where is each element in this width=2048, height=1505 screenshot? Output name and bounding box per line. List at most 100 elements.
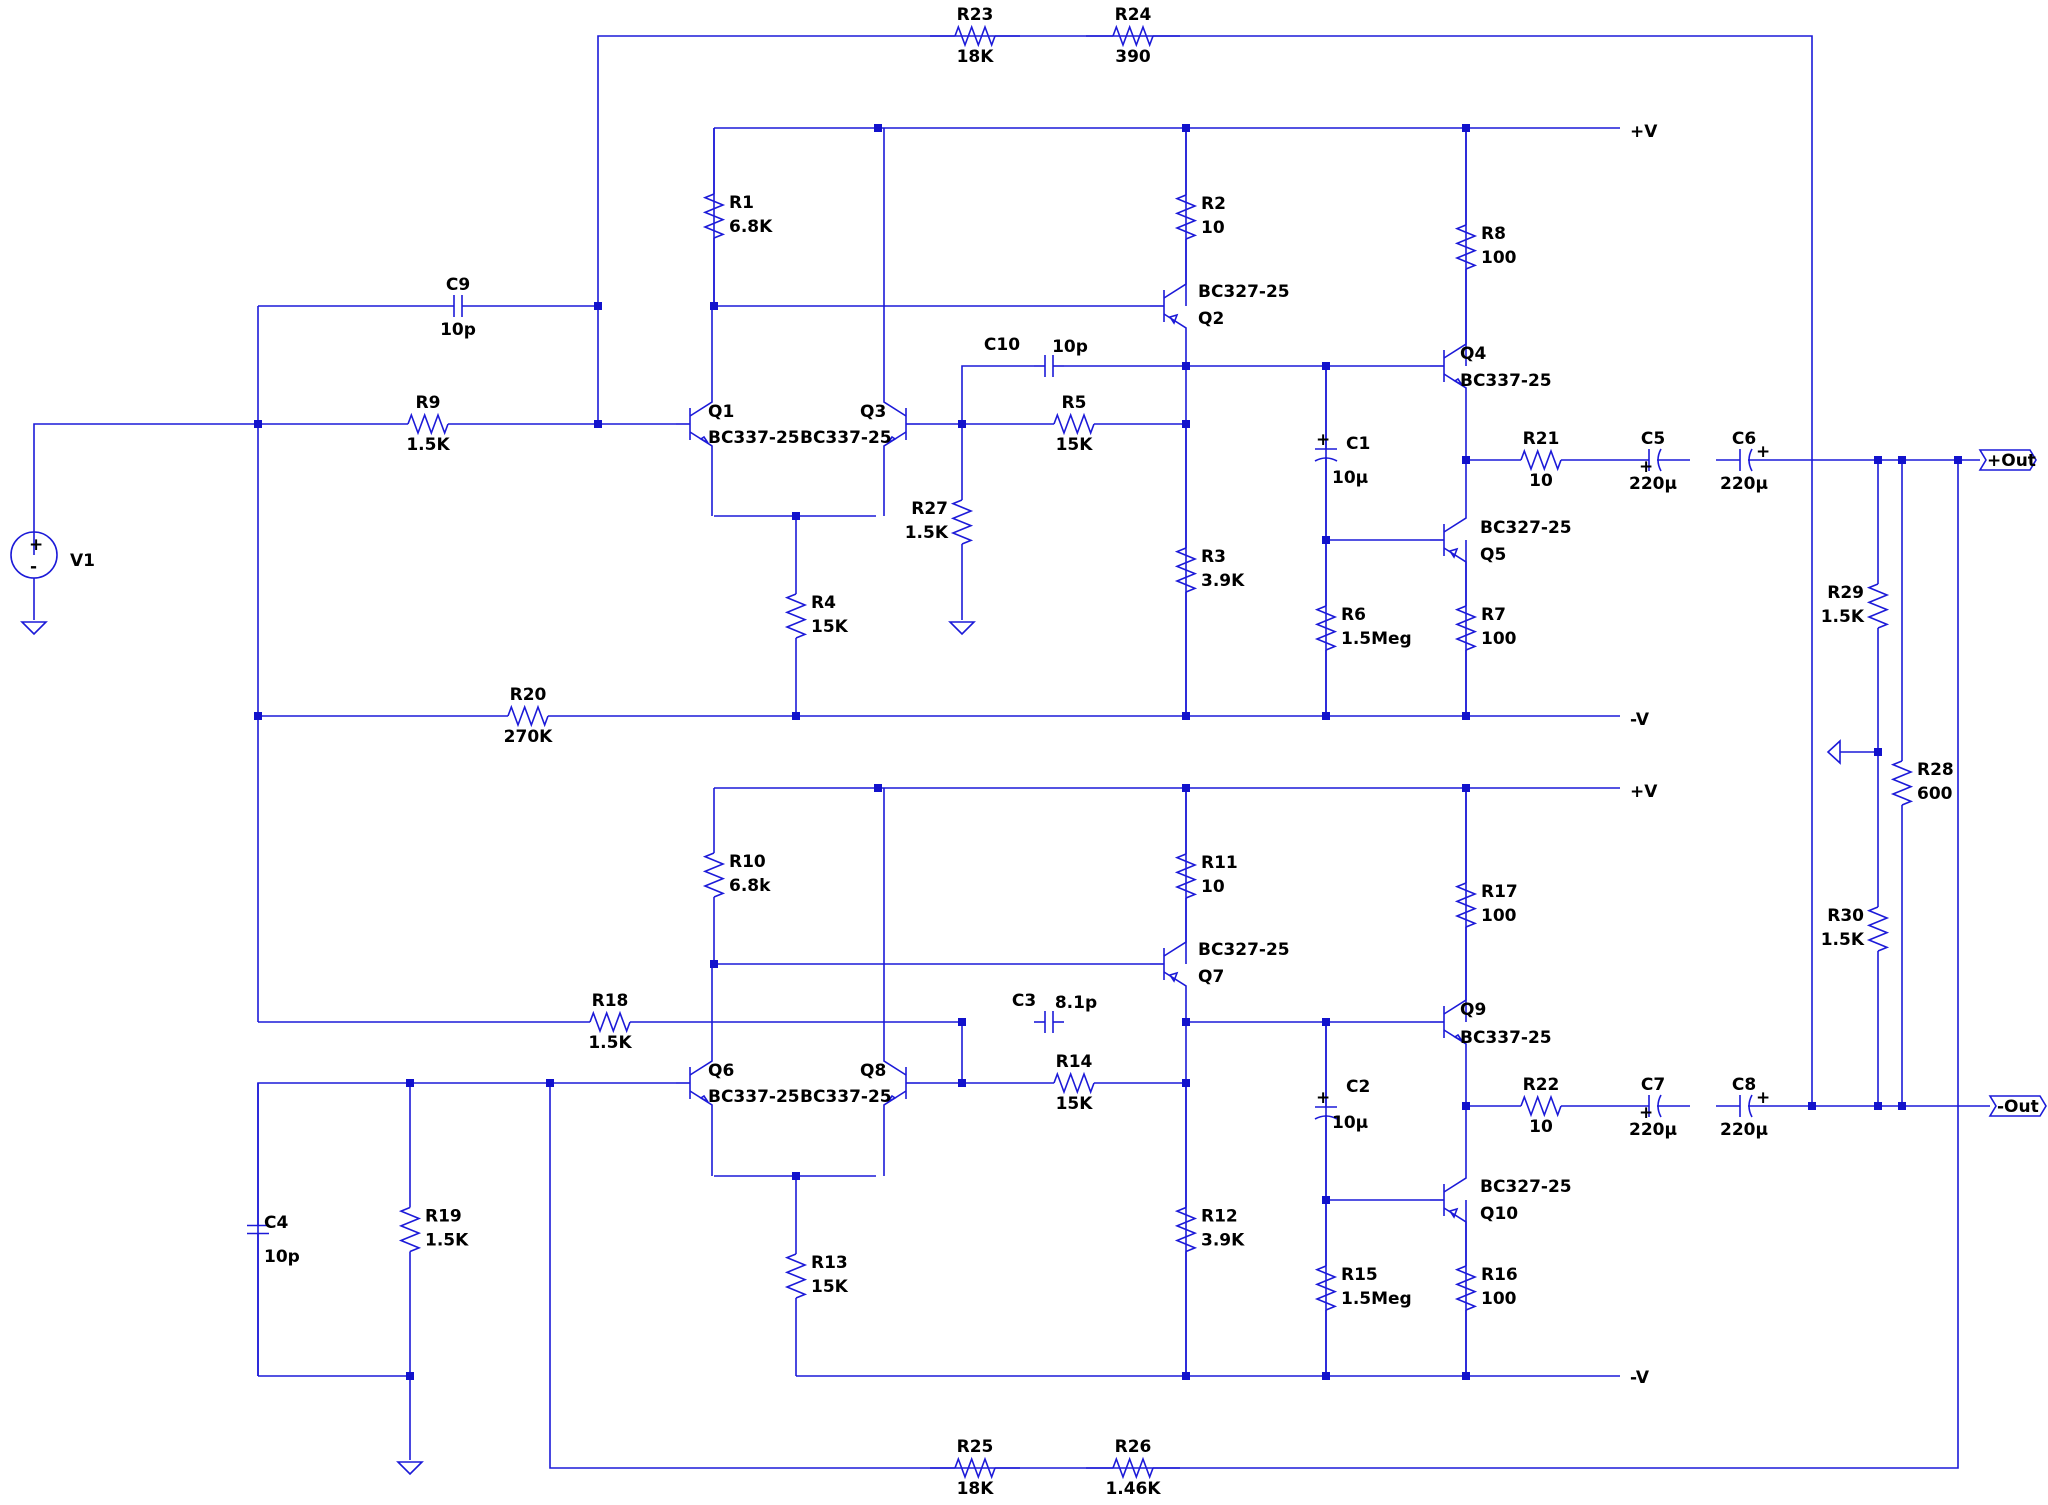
junctions (254, 124, 1962, 1380)
transistor-ref: Q5 (1480, 545, 1506, 565)
junction (1182, 784, 1190, 792)
transistor-q1[interactable] (676, 304, 713, 516)
capacitor-c4[interactable] (247, 1083, 269, 1376)
resistor-r24[interactable] (1086, 24, 1180, 48)
transistor-q6[interactable] (676, 962, 713, 1176)
transistor-q3[interactable] (883, 128, 920, 516)
port-out_pos (1978, 449, 2037, 471)
transistor-q7[interactable] (1150, 788, 1187, 1022)
plus-sign: + (1316, 430, 1330, 450)
resistor-value: 1.5K (905, 523, 949, 543)
resistor-r8[interactable] (1454, 128, 1478, 366)
resistor-value: 6.8k (729, 876, 771, 896)
resistor-r3[interactable] (1174, 424, 1198, 716)
cap-ref: C5 (1641, 429, 1665, 449)
junction (1898, 1102, 1906, 1110)
resistor-r16[interactable] (1454, 1200, 1478, 1376)
resistor-ref: R16 (1481, 1265, 1518, 1285)
resistor-r22[interactable] (1466, 1094, 1616, 1118)
plus-sign: + (1756, 442, 1770, 462)
resistor-value: 100 (1481, 629, 1517, 649)
junction (958, 1018, 966, 1026)
resistor-r2[interactable] (1174, 128, 1198, 306)
wire (33, 423, 258, 555)
resistor-ref: R27 (911, 499, 948, 519)
resistor-r1[interactable] (702, 128, 726, 304)
resistor-value: 10 (1529, 471, 1553, 491)
resistor-value: 1.5K (1821, 930, 1865, 950)
resistor-value: 18K (957, 1479, 995, 1499)
junction (710, 302, 718, 310)
resistor-ref: R28 (1917, 760, 1954, 780)
resistor-r29[interactable] (1866, 460, 1890, 752)
resistor-r12[interactable] (1174, 1083, 1198, 1376)
resistor-r17[interactable] (1454, 788, 1478, 1022)
capacitor-c10[interactable] (1034, 355, 1064, 377)
ground-icon (1826, 739, 1841, 765)
transistor-value: BC327-25 (1198, 282, 1290, 302)
resistor-r27[interactable] (950, 424, 974, 620)
resistor-value: 390 (1115, 47, 1151, 67)
resistor-r20[interactable] (258, 704, 798, 728)
resistor-value: 270K (504, 727, 553, 747)
resistor-r18[interactable] (258, 1010, 962, 1034)
resistor-ref: R12 (1201, 1207, 1238, 1227)
labels: R2318KR24390V1C910pR91.5KR20270K+V-VQ1BC… (70, 5, 2039, 1499)
resistor-r21[interactable] (1466, 448, 1616, 472)
junction (1322, 712, 1330, 720)
resistor-r13[interactable] (784, 1176, 808, 1376)
transistor-value: BC327-25 (1198, 940, 1290, 960)
transistor-q10[interactable] (1430, 1106, 1467, 1376)
resistor-r19[interactable] (398, 1083, 422, 1376)
resistor-r25[interactable] (930, 1456, 1020, 1480)
resistor-r7[interactable] (1454, 540, 1478, 716)
junction (254, 712, 262, 720)
resistor-r6[interactable] (1314, 540, 1338, 716)
capacitor-c8[interactable]: + (1716, 1088, 1772, 1118)
wire (257, 1082, 676, 1376)
resistor-ref: R21 (1523, 429, 1560, 449)
resistor-r5[interactable] (962, 412, 1186, 436)
resistor-r26[interactable] (1086, 1456, 1180, 1480)
junction (1182, 712, 1190, 720)
resistor-r23[interactable] (930, 24, 1020, 48)
junction (1462, 1102, 1470, 1110)
resistor-ref: R5 (1062, 393, 1087, 413)
junction (1462, 1372, 1470, 1380)
capacitor-c2[interactable]: + (1314, 1022, 1338, 1200)
resistor-r30[interactable] (1866, 752, 1890, 1106)
resistor-value: 1.46K (1105, 1479, 1161, 1499)
resistor-ref: R20 (510, 685, 547, 705)
capacitor-c3[interactable] (1034, 1011, 1064, 1033)
resistor-r28[interactable] (1890, 460, 1914, 1106)
capacitor-c9[interactable] (426, 295, 490, 317)
resistor-value: 1.5K (1821, 607, 1865, 627)
resistor-r10[interactable] (702, 788, 726, 962)
transistor-q8[interactable] (883, 788, 920, 1176)
junction (792, 1172, 800, 1180)
resistor-value: 3.9K (1201, 1231, 1245, 1251)
resistor-ref: R9 (416, 393, 441, 413)
capacitor-c1[interactable]: + (1314, 366, 1338, 540)
resistor-value: 100 (1481, 248, 1517, 268)
transistor-q2[interactable] (1150, 128, 1187, 362)
capacitor-c7[interactable]: + (1616, 1094, 1690, 1123)
transistor-q9[interactable] (1430, 788, 1467, 1106)
resistor-r4[interactable] (784, 516, 808, 716)
junction (594, 302, 602, 310)
transistor-q4[interactable] (1430, 128, 1467, 460)
transistor-q5[interactable] (1430, 460, 1467, 716)
junction (1322, 1196, 1330, 1204)
plus-sign: + (1756, 1088, 1770, 1108)
capacitor-c6[interactable]: + (1716, 442, 1772, 472)
resistor-r15[interactable] (1314, 1200, 1338, 1376)
plus-sign: + (1639, 457, 1653, 477)
resistor-r9[interactable] (258, 412, 598, 436)
cap-ref: C8 (1732, 1075, 1756, 1095)
resistor-r11[interactable] (1174, 788, 1198, 964)
voltage-source-v1[interactable]: +- (10, 531, 58, 579)
resistor-r14[interactable] (962, 1071, 1186, 1095)
capacitor-c5[interactable]: + (1616, 448, 1690, 477)
resistor-ref: R17 (1481, 882, 1518, 902)
